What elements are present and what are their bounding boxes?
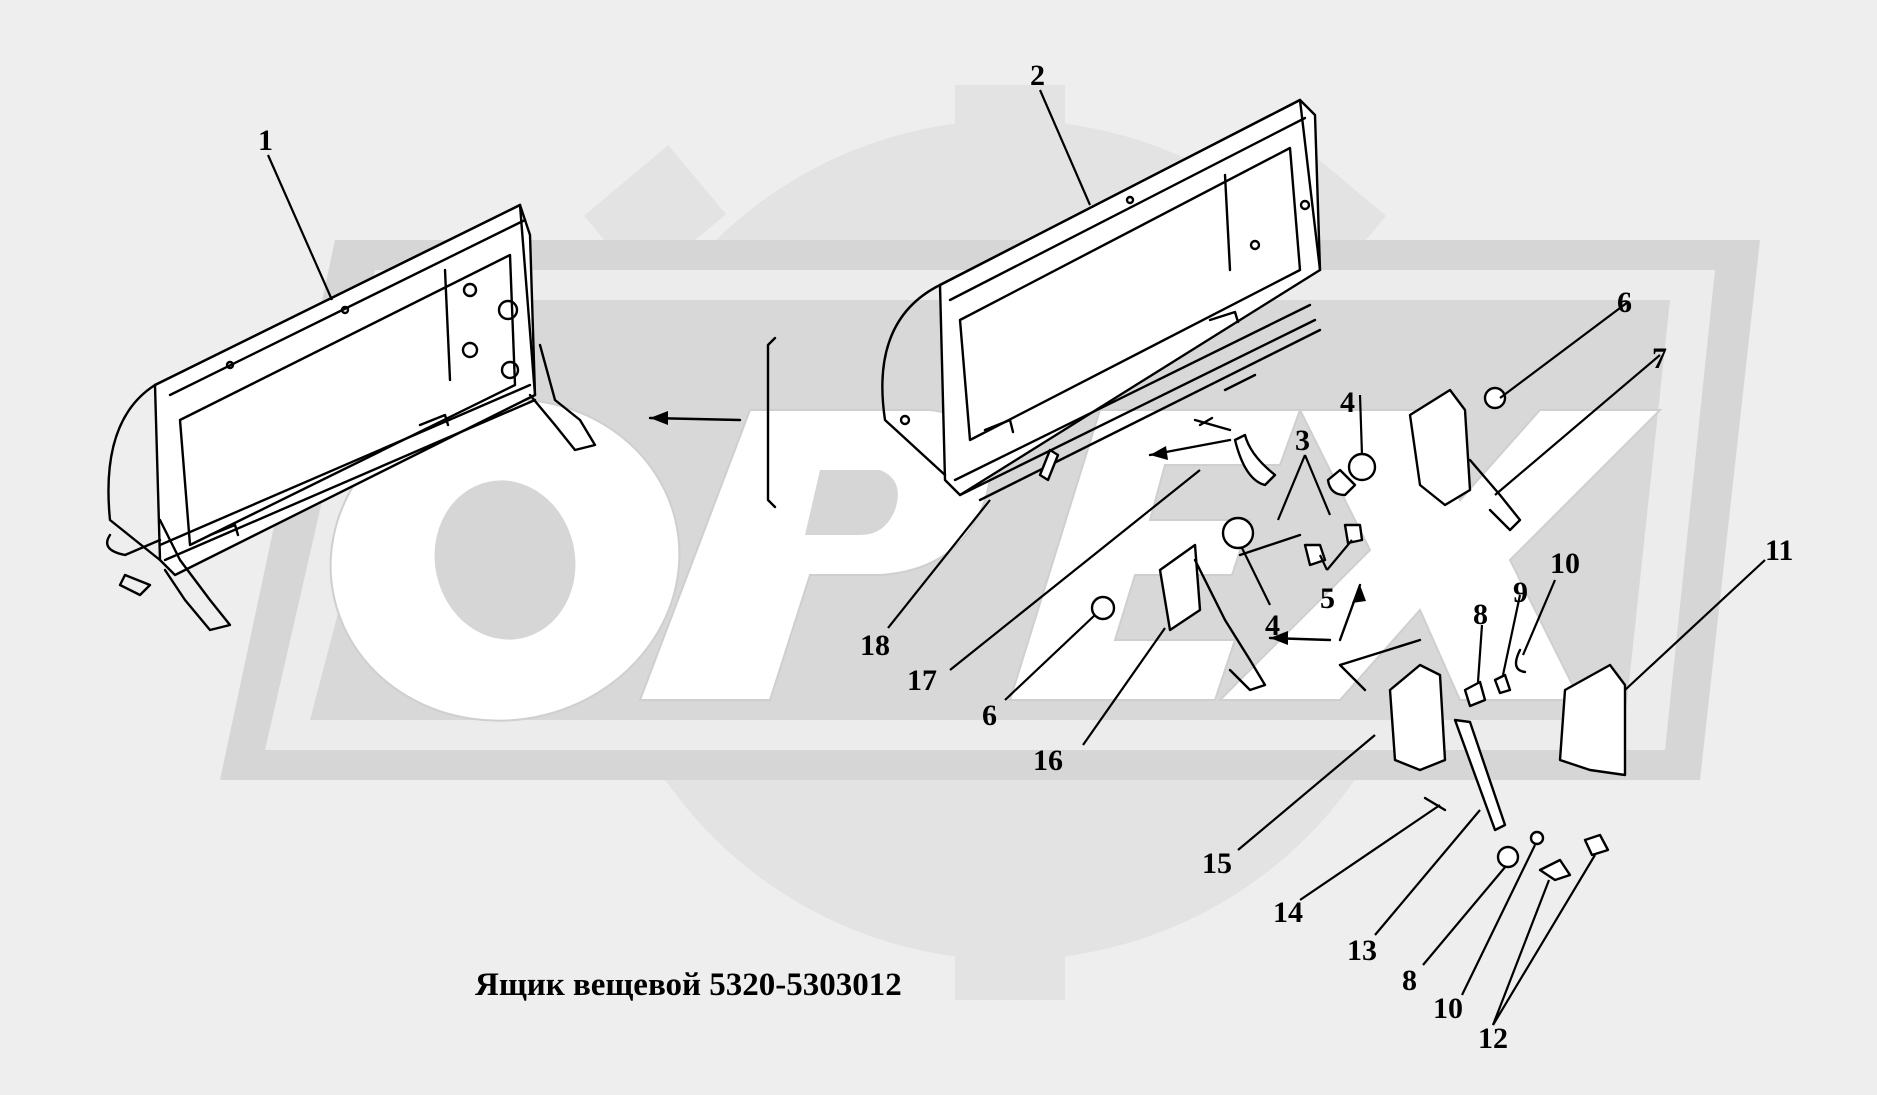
callout-labels: 1 2 3 4 4 5 6 6 7 8 8 9 10 10 11 12 13 1… — [258, 59, 1793, 1055]
screw-14 — [1423, 796, 1447, 812]
watermark-logo — [220, 85, 1760, 1000]
bolt-3 — [1233, 433, 1277, 487]
callout-3: 3 — [1295, 424, 1310, 457]
lever-13 — [1453, 718, 1507, 832]
callout-4-bottom: 4 — [1265, 609, 1280, 642]
callout-1: 1 — [258, 124, 273, 157]
callout-17: 17 — [907, 664, 937, 697]
clip-10a — [1514, 648, 1527, 674]
callout-8-bottom: 8 — [1402, 964, 1417, 997]
bolt-3b — [1326, 468, 1357, 497]
callout-14: 14 — [1273, 896, 1303, 929]
callout-16: 16 — [1033, 744, 1063, 777]
glove-box-assembly-1 — [105, 203, 597, 632]
callout-15: 15 — [1202, 847, 1232, 880]
pin-17 — [1038, 448, 1060, 482]
latch-12b — [1583, 833, 1610, 857]
glove-box-assembly-2 — [881, 98, 1322, 497]
bolt-5b — [1343, 523, 1364, 545]
diagram-title: Ящик вещевой 5320-5303012 — [475, 967, 902, 1003]
assembly-arrows — [648, 336, 1422, 692]
callout-13: 13 — [1347, 934, 1377, 967]
washer-4a — [1347, 452, 1377, 482]
callout-8-top: 8 — [1473, 598, 1488, 631]
callout-7: 7 — [1652, 342, 1667, 375]
callout-18: 18 — [860, 629, 890, 662]
bracket-7 — [1408, 388, 1472, 507]
pin-8a — [1463, 680, 1487, 708]
callout-5: 5 — [1320, 582, 1335, 615]
spring-9 — [1493, 673, 1512, 695]
hinge-16 — [1158, 543, 1202, 632]
washer-4b — [1221, 516, 1255, 550]
callout-10-top: 10 — [1550, 547, 1580, 580]
callout-9: 9 — [1513, 576, 1528, 609]
callout-11: 11 — [1765, 534, 1793, 567]
clip-10b — [1529, 830, 1545, 846]
latch-12a — [1538, 858, 1572, 882]
callout-12: 12 — [1478, 1022, 1508, 1055]
callout-6-right: 6 — [1617, 286, 1632, 319]
pin-8b — [1496, 845, 1520, 869]
leader-lines — [266, 89, 1766, 1026]
rod-18 — [978, 328, 1322, 502]
callout-10-bottom: 10 — [1433, 992, 1463, 1025]
callout-6-left: 6 — [982, 699, 997, 732]
callout-4-top: 4 — [1340, 386, 1355, 419]
callout-2: 2 — [1030, 59, 1045, 92]
nut-6a — [1483, 386, 1507, 410]
nut-6b — [1090, 595, 1116, 621]
cover-11 — [1558, 663, 1627, 777]
hardware-parts — [978, 328, 1627, 882]
bolt-5a — [1303, 543, 1327, 567]
plate-15 — [1388, 663, 1447, 772]
